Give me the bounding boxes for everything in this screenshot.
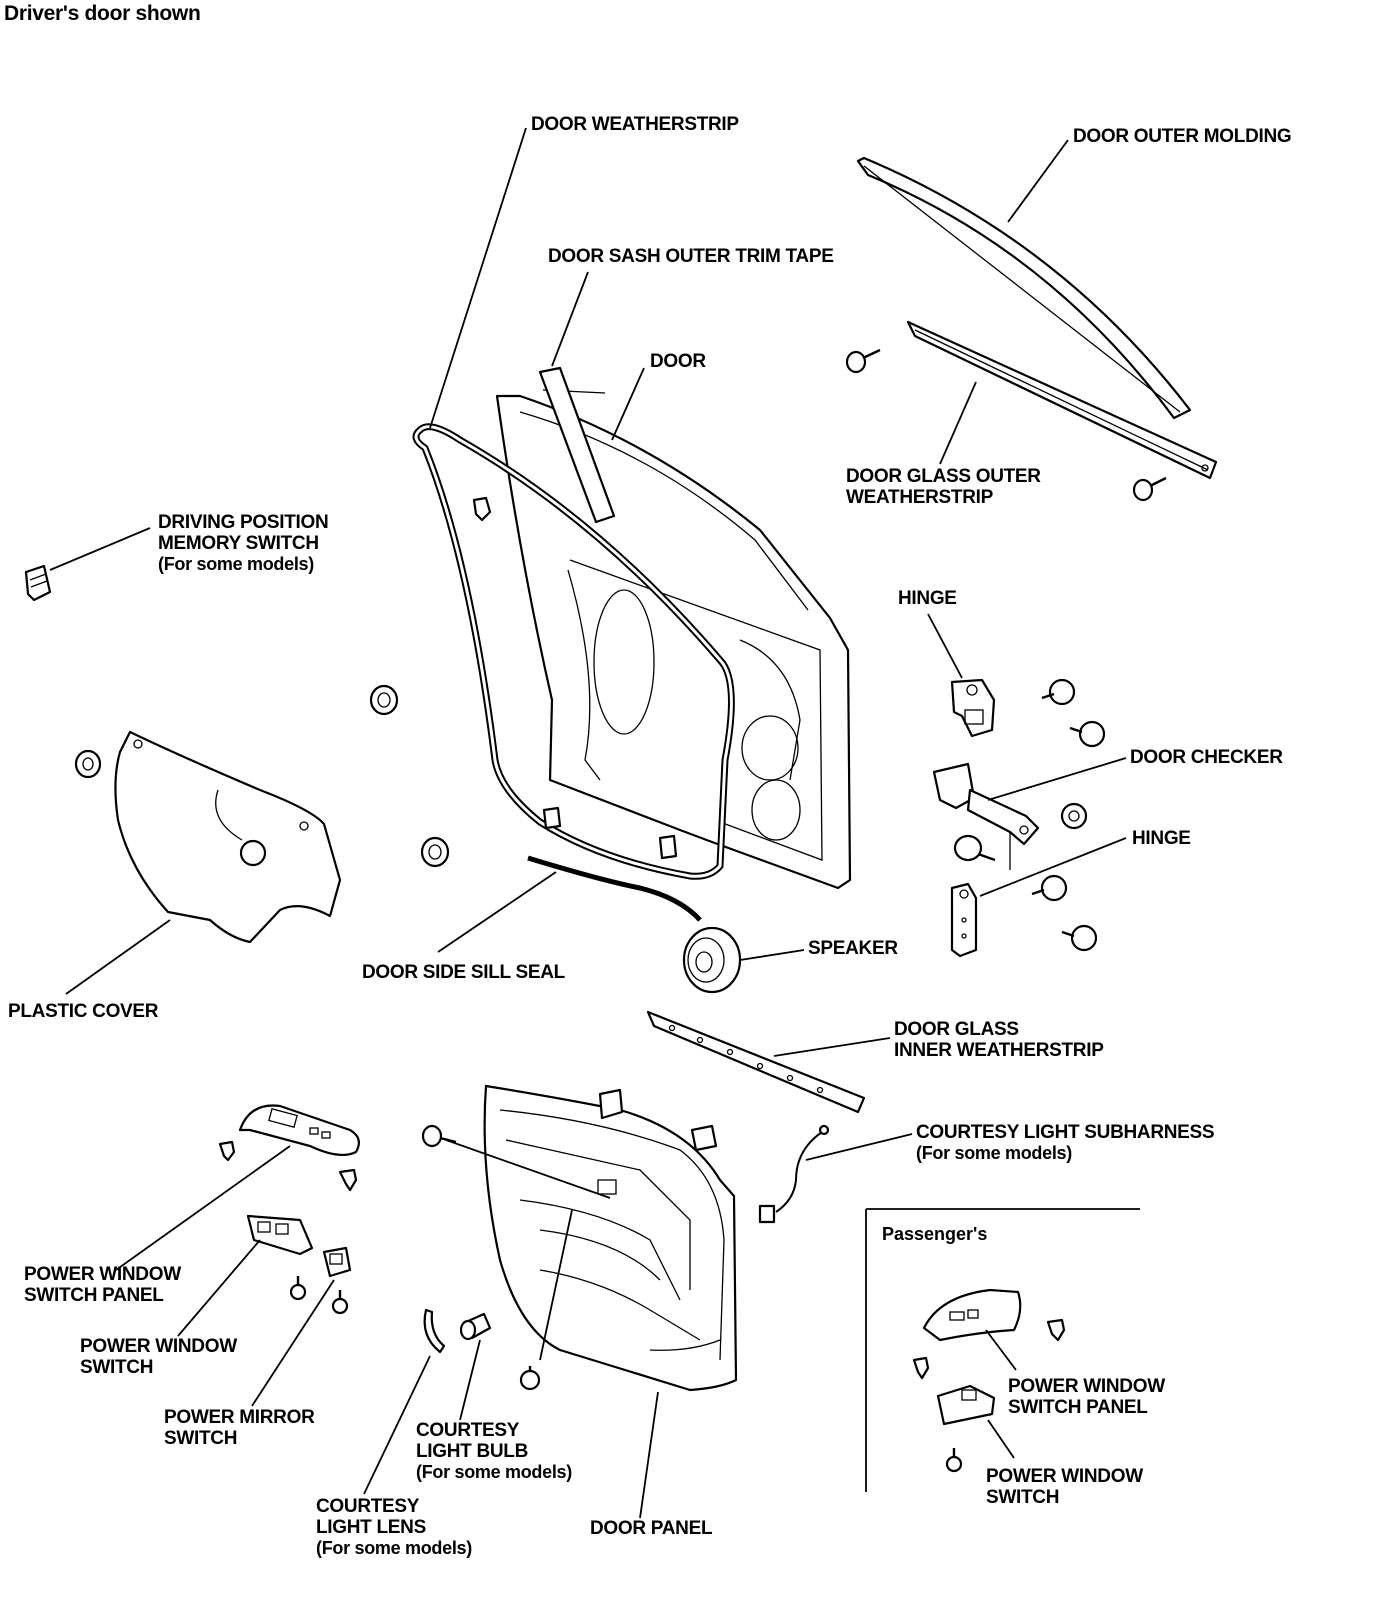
door-panel-screw-lower [519,1366,541,1391]
grommet-left [74,749,102,779]
label-courtesy-light-subharness: COURTESY LIGHT SUBHARNESS (For some mode… [916,1122,1215,1163]
grommet-upper [369,684,399,716]
passenger-switch-screw [945,1448,963,1473]
screw-outer-weatherstrip-1 [845,348,881,374]
label-courtesy-light-lens: COURTESY LIGHT LENS (For some models) [316,1496,472,1558]
passenger-panel-clip-2 [912,1356,930,1380]
power-window-switch-passenger [936,1384,996,1426]
label-door-glass-outer-weatherstrip: DOOR GLASS OUTER WEATHERSTRIP [846,466,1041,508]
door-checker [932,762,1040,870]
grommet-lower [420,836,450,868]
label-door-weatherstrip: DOOR WEATHERSTRIP [531,114,739,135]
hinge-lower [950,882,978,958]
door-weatherstrip [412,423,735,880]
label-courtesy-light-bulb: COURTESY LIGHT BULB (For some models) [416,1420,572,1482]
door-panel [483,1084,738,1392]
door-body [495,366,852,890]
checker-nut [1060,802,1088,830]
label-power-mirror-switch: POWER MIRROR SWITCH [164,1407,315,1449]
door-side-sill-seal [527,855,702,922]
label-door: DOOR [650,351,706,372]
switch-panel-clip-2 [338,1168,358,1192]
label-door-panel: DOOR PANEL [590,1518,713,1539]
switch-screw-2 [331,1290,349,1315]
label-driving-position-memory-switch: DRIVING POSITION MEMORY SWITCH (For some… [158,512,329,574]
label-passenger-power-window-switch-panel: POWER WINDOW SWITCH PANEL [1008,1376,1165,1418]
power-mirror-switch [322,1246,352,1278]
door-glass-outer-weatherstrip [906,320,1218,480]
driving-position-memory-switch [24,564,52,602]
label-passenger-power-window-switch: POWER WINDOW SWITCH [986,1466,1143,1508]
label-door-checker: DOOR CHECKER [1130,747,1283,768]
door-panel-clip-1 [598,1088,624,1120]
speaker [682,926,742,994]
label-door-sash-outer-trim-tape: DOOR SASH OUTER TRIM TAPE [548,246,834,267]
courtesy-light-lens [423,1308,446,1354]
label-door-outer-molding: DOOR OUTER MOLDING [1073,126,1292,147]
label-door-glass-inner-weatherstrip: DOOR GLASS INNER WEATHERSTRIP [894,1019,1104,1061]
courtesy-light-bulb [459,1312,492,1341]
door-panel-screw-upper [421,1124,457,1148]
label-power-window-switch-panel: POWER WINDOW SWITCH PANEL [24,1264,181,1306]
label-power-window-switch: POWER WINDOW SWITCH [80,1336,237,1378]
switch-panel-clip-1 [218,1140,236,1162]
leader-lines [49,127,1127,1519]
diagram-title: Driver's door shown [4,2,201,25]
label-plastic-cover: PLASTIC COVER [8,1001,159,1022]
door-glass-inner-weatherstrip [646,1010,866,1114]
inset-title: Passenger's [882,1224,988,1244]
door-panel-clip-2 [690,1124,718,1152]
passenger-panel-clip-1 [1046,1318,1066,1342]
power-window-switch-driver [246,1214,314,1256]
label-speaker: SPEAKER [808,938,898,959]
label-door-side-sill-seal: DOOR SIDE SILL SEAL [362,962,565,983]
hinge-bolt-4 [1061,924,1098,952]
passenger-inset-box [865,1208,1140,1492]
plastic-cover [114,730,342,944]
label-hinge-lower: HINGE [1132,828,1191,849]
hinge-upper [950,678,996,738]
hinge-bolt-3 [1031,874,1068,902]
switch-screw-1 [289,1276,307,1301]
power-window-switch-panel-passenger [922,1288,1022,1342]
screw-outer-weatherstrip-2 [1132,476,1167,502]
power-window-switch-panel-driver [238,1104,361,1157]
label-hinge-upper: HINGE [898,588,957,609]
courtesy-light-subharness [758,1124,830,1224]
hinge-bolt-1 [1041,678,1076,706]
checker-bolt-1 [953,834,996,862]
door-outer-molding [856,156,1192,420]
hinge-bolt-2 [1069,720,1106,748]
